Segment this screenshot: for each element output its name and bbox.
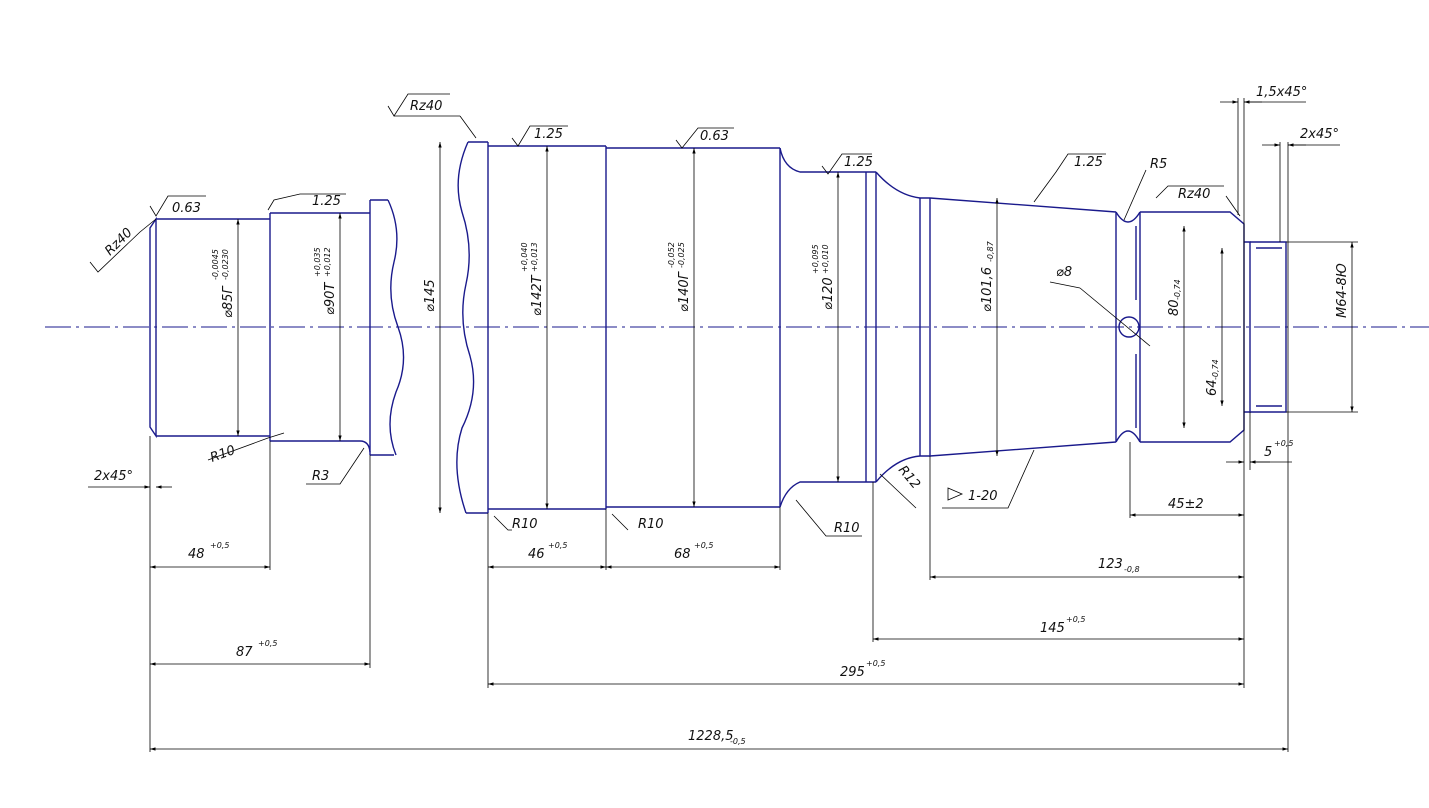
roughness-labels: Rz40 0.63 1.25 Rz40 1.25 0.63 1.25 1.25 … bbox=[102, 99, 1210, 259]
tolerance-label: -0,052 bbox=[667, 242, 676, 268]
chamfer-left: 2x45° bbox=[94, 469, 133, 484]
roughness-063-b: 0.63 bbox=[700, 129, 729, 144]
tolerance-label: +0,095 bbox=[811, 244, 820, 274]
diameter-85: ⌀85Г bbox=[221, 285, 236, 318]
tolerance-label: -0,5 bbox=[730, 737, 746, 746]
diameter-80: 80 bbox=[1167, 299, 1182, 316]
shaft-outline bbox=[149, 141, 1287, 514]
tolerance-label: +0,5 bbox=[210, 541, 229, 550]
diameter-140: ⌀140Г bbox=[677, 270, 692, 312]
chamfer-right-thread: 2x45° bbox=[1300, 127, 1339, 142]
chamfer-labels: 2x45° 1,5x45° 2x45° bbox=[94, 85, 1339, 484]
diameter-120: ⌀120 bbox=[821, 277, 836, 310]
hole-diameter: ⌀8 bbox=[1056, 265, 1072, 280]
length-46: 46 bbox=[528, 547, 545, 562]
tolerance-label: +0,5 bbox=[548, 541, 567, 550]
chamfer-right-top: 1,5x45° bbox=[1256, 85, 1307, 100]
dimension-lines bbox=[88, 98, 1358, 752]
roughness-063-a: 0.63 bbox=[172, 201, 201, 216]
radius-r5: R5 bbox=[1150, 157, 1167, 172]
diameter-145: ⌀145 bbox=[423, 279, 438, 312]
radius-r12: R12 bbox=[895, 463, 923, 492]
diameter-64: 64 bbox=[1205, 379, 1220, 396]
roughness-rz40-left: Rz40 bbox=[102, 225, 136, 259]
roughness-125-d: 1.25 bbox=[1074, 155, 1103, 170]
radius-r10-left: R10 bbox=[208, 443, 237, 466]
tolerance-label: -0,025 bbox=[677, 242, 686, 268]
tolerance-label: +0,5 bbox=[1274, 439, 1293, 448]
length-1228-5: 1228,5 bbox=[688, 729, 734, 744]
length-48: 48 bbox=[188, 547, 205, 562]
length-5: 5 bbox=[1264, 445, 1272, 460]
diameter-labels: ⌀85Г -0,0045 -0,0230 ⌀90Т +0,035 +0,012 … bbox=[211, 240, 1350, 396]
length-labels: 48 +0,5 87 +0,5 46 +0,5 68 +0,5 45±2 123… bbox=[188, 439, 1293, 746]
length-45-2: 45±2 bbox=[1168, 497, 1204, 512]
taper-label: 1-20 bbox=[968, 489, 998, 504]
roughness-symbols bbox=[89, 93, 1241, 273]
tolerance-label: +0,035 bbox=[313, 247, 322, 277]
length-87: 87 bbox=[236, 645, 253, 660]
length-68: 68 bbox=[674, 547, 691, 562]
tolerance-label: +0,013 bbox=[530, 242, 539, 272]
tolerance-label: +0,5 bbox=[694, 541, 713, 550]
tolerance-label: -0,74 bbox=[1173, 279, 1182, 300]
tolerance-label: -0,74 bbox=[1211, 359, 1220, 380]
thread-label: М64-8Ю bbox=[1335, 263, 1350, 318]
tolerance-label: -0,87 bbox=[986, 240, 995, 262]
tolerance-label: -0,8 bbox=[1124, 565, 1140, 574]
radius-r10-a: R10 bbox=[512, 517, 538, 532]
roughness-rz40-right: Rz40 bbox=[1178, 187, 1210, 202]
roughness-rz40-top: Rz40 bbox=[410, 99, 442, 114]
roughness-125-b: 1.25 bbox=[534, 127, 563, 142]
radius-r3: R3 bbox=[312, 469, 329, 484]
tolerance-label: -0,0230 bbox=[221, 249, 230, 280]
roughness-125-c: 1.25 bbox=[844, 155, 873, 170]
tolerance-label: +0,010 bbox=[821, 244, 830, 274]
tolerance-label: +0,012 bbox=[323, 247, 332, 277]
diameter-101-6: ⌀101,6 bbox=[980, 267, 995, 312]
radius-labels: R10 R3 R10 R10 R10 R12 R5 bbox=[208, 157, 1167, 536]
length-123: 123 bbox=[1098, 557, 1123, 572]
radius-r10-c: R10 bbox=[834, 521, 860, 536]
tolerance-label: +0,040 bbox=[520, 242, 529, 272]
diameter-142: ⌀142Т bbox=[530, 274, 545, 316]
roughness-125-a: 1.25 bbox=[312, 194, 341, 209]
diameter-90: ⌀90Т bbox=[323, 282, 338, 315]
tolerance-label: +0,5 bbox=[1066, 615, 1085, 624]
length-145: 145 bbox=[1040, 621, 1065, 636]
length-295: 295 bbox=[840, 665, 865, 680]
tolerance-label: +0,5 bbox=[258, 639, 277, 648]
tolerance-label: +0,5 bbox=[866, 659, 885, 668]
tolerance-label: -0,0045 bbox=[211, 249, 220, 280]
radius-r10-b: R10 bbox=[638, 517, 664, 532]
